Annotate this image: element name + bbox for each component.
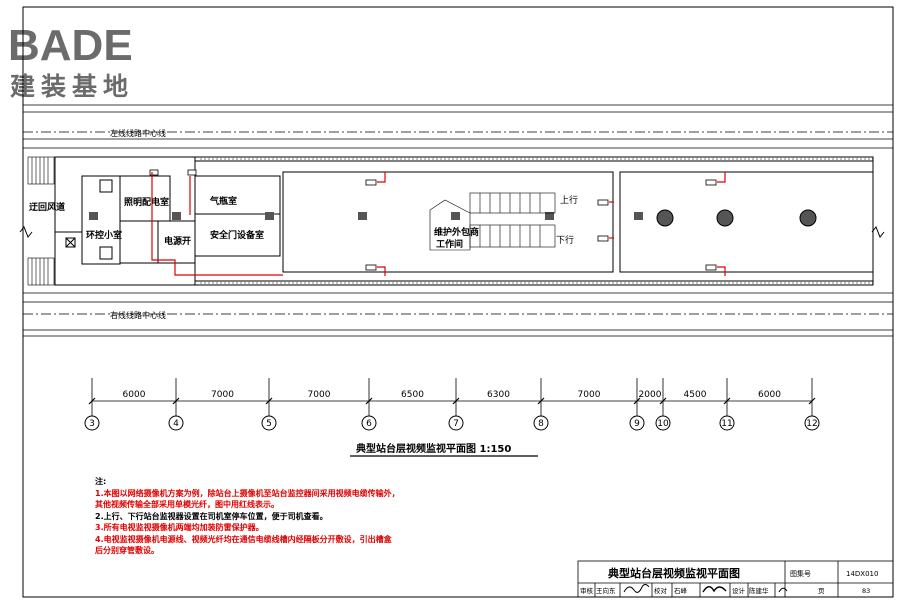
track-lines bbox=[23, 104, 893, 337]
note-line: 3.所有电视监视摄像机两端均加装防雷保护器。 bbox=[95, 523, 264, 532]
dimension-tick bbox=[265, 397, 273, 405]
dimension-tick bbox=[365, 397, 373, 405]
equipment-area bbox=[54, 156, 281, 286]
dimension-tick bbox=[659, 397, 667, 405]
note-line: 2.上行、下行站台监视器设置在司机室停车位置，便于司机查看。 bbox=[95, 511, 328, 521]
checker-name: 石峰 bbox=[674, 586, 688, 595]
axis-number: 8 bbox=[538, 419, 544, 429]
design-label: 设计 bbox=[732, 586, 746, 595]
designer-signature bbox=[778, 587, 788, 593]
dimension-tick bbox=[172, 397, 180, 405]
reviewer-signature bbox=[623, 584, 650, 593]
gas-room-label: 气瓶室 bbox=[209, 195, 237, 207]
title-block-title: 典型站台层视频监视平面图 bbox=[608, 566, 740, 580]
dimension-value: 4500 bbox=[684, 390, 707, 400]
dimension-tick bbox=[633, 397, 641, 405]
maint-room-label-2: 工作间 bbox=[436, 238, 463, 250]
round-columns bbox=[656, 209, 817, 227]
dimension-value: 6000 bbox=[123, 390, 146, 400]
checker-signature bbox=[702, 586, 727, 593]
dimension-tick bbox=[723, 397, 731, 405]
axis-number: 7 bbox=[453, 419, 459, 429]
left-line-label: 左线线路中心线 bbox=[110, 128, 166, 138]
axis-number: 5 bbox=[266, 419, 272, 429]
floor-drain-cross bbox=[65, 237, 76, 248]
note-line: 后分别穿管敷设。 bbox=[95, 546, 159, 555]
atlas-label: 图集号 bbox=[790, 569, 811, 578]
axis-bubble bbox=[261, 415, 277, 431]
left-stairs bbox=[27, 156, 55, 286]
dimension-value: 7000 bbox=[211, 390, 234, 400]
platform-outline bbox=[194, 156, 874, 286]
axis-group: 3 4 5 6 7 8 9 10 11 12 bbox=[84, 378, 820, 431]
dimension-tick bbox=[537, 397, 545, 405]
escalator-block bbox=[429, 192, 556, 251]
page-number: 83 bbox=[862, 587, 870, 595]
axis-number: 9 bbox=[634, 419, 640, 429]
note-line: 1.本图以网络摄像机方案为例，除站台上摄像机至站台监控器间采用视频电缆传输外， bbox=[95, 488, 400, 498]
dimension-value: 7000 bbox=[308, 390, 331, 400]
dimension-line bbox=[92, 400, 812, 402]
axis-number: 6 bbox=[366, 419, 372, 429]
axis-number: 12 bbox=[806, 419, 817, 429]
logo-subtitle: 建装基地 bbox=[10, 73, 134, 101]
designer-name: 陈建华 bbox=[749, 586, 769, 595]
down-label: 下行 bbox=[556, 234, 574, 246]
check-label: 校对 bbox=[654, 586, 668, 595]
dimension-tick bbox=[808, 397, 816, 405]
plan-title: 典型站台层视频监视平面图 1:150 bbox=[356, 442, 511, 455]
dimension-value: 6500 bbox=[401, 390, 424, 400]
axis-bubble bbox=[361, 415, 377, 431]
up-label: 上行 bbox=[560, 194, 578, 206]
axis-number: 3 bbox=[89, 419, 95, 429]
axis-bubble bbox=[533, 415, 549, 431]
axis-bubble bbox=[168, 415, 184, 431]
vent-duct-label: 迂回风道 bbox=[29, 201, 65, 213]
reviewer-name: 王向东 bbox=[596, 586, 616, 595]
axis-bubble bbox=[448, 415, 464, 431]
notes-lines: 1.本图以网络摄像机方案为例，除站台上摄像机至站台监控器间采用视频电缆传输外， … bbox=[95, 488, 575, 557]
axis-bubble bbox=[719, 415, 735, 431]
dimension-tick bbox=[88, 397, 96, 405]
axis-number: 11 bbox=[721, 419, 732, 429]
notes-block: 注: 1.本图以网络摄像机方案为例，除站台上摄像机至站台监控器间采用视频电缆传输… bbox=[95, 476, 575, 557]
lighting-room-label: 照明配电室 bbox=[124, 196, 169, 208]
dimension-value: 6300 bbox=[487, 390, 510, 400]
axis-number: 4 bbox=[173, 419, 179, 429]
psd-room-label: 安全门设备室 bbox=[210, 229, 264, 241]
break-mark-right bbox=[871, 226, 885, 238]
dimension-group: 6000 7000 7000 6500 6300 7000 2000 4500 6000 bbox=[123, 390, 782, 400]
note-line: 4.电视监视摄像机电源线、视频光纤均在通信电缆线槽内经隔板分开敷设，引出槽盒 bbox=[95, 534, 392, 544]
axis-bubble bbox=[804, 415, 820, 431]
cctv-cameras bbox=[149, 169, 717, 271]
env-room-label: 环控小室 bbox=[86, 229, 122, 241]
cabinet-square-2 bbox=[99, 246, 113, 260]
right-line-label: 右线线路中心线 bbox=[110, 310, 166, 320]
dimension-value: 6000 bbox=[758, 390, 781, 400]
axis-number: 10 bbox=[657, 419, 669, 429]
fiber-routes bbox=[151, 172, 726, 276]
dimension-value: 7000 bbox=[578, 390, 601, 400]
title-block bbox=[577, 560, 894, 598]
dimension-tick bbox=[452, 397, 460, 405]
bade-logo: BADE 建装基地 bbox=[8, 21, 134, 101]
break-mark-left bbox=[19, 226, 33, 238]
logo-brand: BADE bbox=[8, 21, 133, 70]
axis-bubble bbox=[84, 415, 100, 431]
structural-columns bbox=[89, 212, 643, 220]
dimension-value: 2000 bbox=[639, 390, 662, 400]
notes-heading: 注: bbox=[95, 477, 107, 486]
maint-room-label-1: 维护外包商 bbox=[434, 226, 479, 238]
cabinet-square-1 bbox=[99, 179, 113, 193]
axis-bubble bbox=[655, 415, 671, 431]
atlas-number: 14DX010 bbox=[846, 570, 878, 578]
review-label: 审核 bbox=[580, 586, 594, 595]
power-room-label: 电源开 bbox=[164, 235, 191, 247]
axis-bubble bbox=[629, 415, 645, 431]
note-line: 其他视频传输全部采用单模光纤，图中用红线表示。 bbox=[95, 500, 279, 509]
page-label: 页 bbox=[818, 587, 825, 595]
floor-drain-box bbox=[65, 237, 76, 248]
